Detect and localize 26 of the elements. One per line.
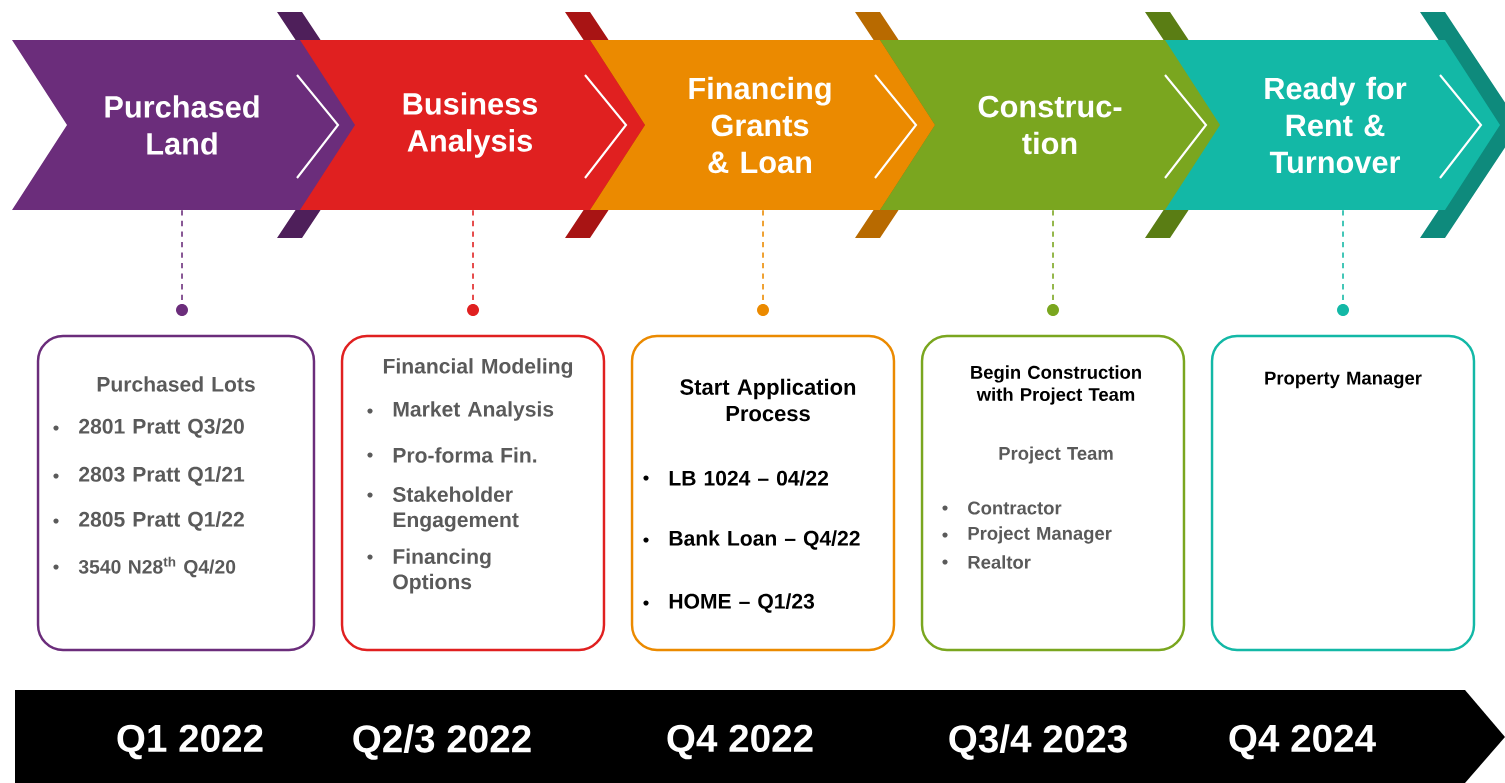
quarter-label: Q2/3 2022 — [353, 724, 531, 760]
list-item: Pro-forma Fin. — [393, 447, 537, 463]
list-item: Contractor — [968, 501, 1062, 515]
heading-text: Start Application Process — [680, 378, 856, 422]
quarter-label: Q4 2022 — [667, 724, 813, 760]
list-item: 2801 Pratt Q3/20 — [79, 418, 244, 438]
list-item: Stakeholder Engagement — [392, 486, 519, 532]
quarter-label: Q3/4 2023 — [949, 724, 1127, 760]
quarter-label: Q1 2022 — [117, 724, 263, 760]
heading-text: Purchased Lots — [97, 376, 255, 392]
stage-banner: Ready for Rent & Turnover — [1165, 12, 1505, 238]
heading-text: Property Manager — [1265, 371, 1422, 389]
list-item: Financing Options — [393, 548, 491, 594]
list-item: LB 1024 – 04/22 — [669, 470, 829, 486]
heading-text: Begin Construction with Project Team — [971, 365, 1141, 405]
list-item: 2803 Pratt Q1/21 — [79, 466, 245, 486]
list-item: HOME – Q1/23 — [669, 593, 815, 613]
list-item: Realtor — [968, 555, 1031, 569]
quarter-label: Q4 2024 — [1229, 724, 1376, 760]
list-item: 2805 Pratt Q1/22 — [79, 511, 244, 531]
list-item: Market Analysis — [393, 401, 554, 421]
list-item: Project Manager — [968, 526, 1112, 544]
list-item: Bank Loan – Q4/22 — [669, 530, 860, 550]
heading-text: Project Team — [999, 446, 1113, 464]
heading-text: Financial Modeling — [383, 358, 573, 378]
list-item: 3540 N28$^{th}$ Q4/20 — [78, 556, 236, 578]
